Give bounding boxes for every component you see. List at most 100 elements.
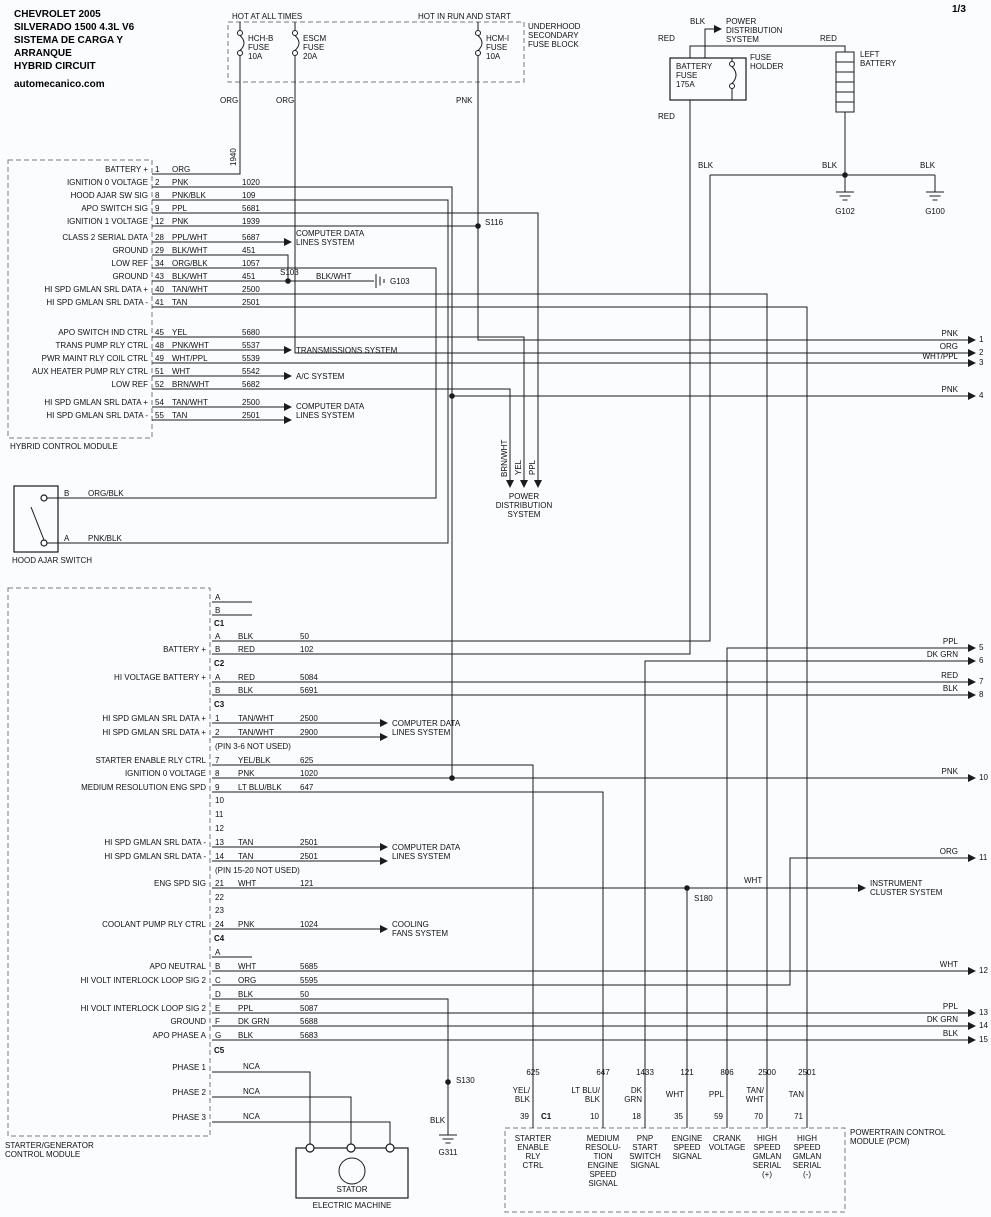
header-line: ARRANQUE [14,48,72,59]
circuit-number-label: 5682 [242,380,260,389]
fuse-icon [477,35,483,51]
wire-color-label: RED [658,112,675,121]
circuit-number-label: 1020 [300,769,318,778]
circuit-number-label: 625 [526,1068,540,1077]
wire-color-label: BLK [690,17,706,26]
fuse-label: 20A [303,52,318,61]
pin-label: 41 [155,298,164,307]
signal-label: RESOLU- [585,1143,621,1152]
pin-label: 11 [215,810,224,819]
wire-color-label: PNK [456,96,473,105]
circuit-number-label: 121 [680,1068,694,1077]
signal-label: SIGNAL [630,1161,660,1170]
wire [152,56,241,175]
arrow-icon [284,403,292,411]
pin-label: A [215,673,221,682]
circuit-number-label: 2501 [242,411,260,420]
wire-color-label: BLK [584,1095,600,1104]
pin-label: D [215,990,221,999]
wire-color-label: BLK [942,1029,958,1038]
signal-label: COOLANT PUMP RLY CTRL [102,920,206,929]
circuit-number-label: 5087 [300,1004,318,1013]
circuit-number-label: 1940 [229,148,238,166]
pin-label: 71 [794,1112,803,1121]
signal-label: SWITCH [629,1152,661,1161]
pin-label: A [215,948,221,957]
wire-color-label: GRN [624,1095,642,1104]
module-title: MODULE (PCM) [850,1137,910,1146]
pin-label: 45 [155,328,164,337]
signal-label: HI SPD GMLAN SRL DATA + [44,398,148,407]
wire-color-label: RED [238,673,255,682]
page-ref-number: 6 [979,656,984,665]
wire-color-label: TAN [238,852,254,861]
arrow-icon [968,1009,976,1017]
component-label: FUSE BLOCK [528,40,579,49]
system-ref-label: DISTRIBUTION [495,501,553,510]
circuit-number-label: 5683 [300,1031,318,1040]
signal-label: HI VOLT INTERLOCK LOOP SIG 2 [80,976,206,985]
signal-label: (+) [762,1170,772,1179]
component-label: LEFT [860,50,880,59]
splice-label: S180 [694,894,713,903]
signal-label: BATTERY + [163,645,206,654]
component-label: UNDERHOOD [528,22,581,31]
arrow-icon [520,480,528,488]
circuit-number-label: 1433 [636,1068,654,1077]
signal-label: AUX HEATER PUMP RLY CTRL [32,367,148,376]
wire-color-label: DK GRN [926,1015,958,1024]
signal-label: (-) [803,1170,811,1179]
system-ref-label: COOLING [392,920,429,929]
arrow-icon [968,678,976,686]
splice-dot [449,775,455,781]
system-ref-label: COMPUTER DATA [392,719,461,728]
signal-label: PHASE 2 [172,1088,206,1097]
circuit-number-label: 5688 [300,1017,318,1026]
pin-label: 8 [155,191,160,200]
arrow-icon [968,774,976,782]
signal-label: TION [593,1152,613,1161]
wire-color-label: PPL [942,637,958,646]
signal-label: SPEED [673,1143,701,1152]
pin-label: 29 [155,246,164,255]
fuse-label: FUSE [248,43,270,52]
wire-color-label: PNK [941,329,958,338]
wire-color-label: TAN [172,411,188,420]
wire-color-label: ORG [939,847,958,856]
system-ref-label: SYSTEM [507,510,541,519]
module-title: STARTER/GENERATOR [5,1141,94,1150]
wire-color-label: PPL [172,204,188,213]
module-title: STATOR [336,1185,368,1194]
system-ref-label: TRANSMISSIONS SYSTEM [296,346,398,355]
wire [152,212,539,480]
signal-label: HI SPD GMLAN SRL DATA - [46,298,148,307]
signal-label: HI SPD GMLAN SRL DATA + [102,728,206,737]
arrow-icon [284,372,292,380]
signal-label: APO SWITCH IND CTRL [58,328,148,337]
signal-label: GROUND [112,246,148,255]
circuit-number-label: 647 [596,1068,610,1077]
arrow-icon [534,480,542,488]
pin-label: 59 [714,1112,723,1121]
signal-label: LOW REF [111,380,148,389]
arrow-icon [968,854,976,862]
signal-label: CRANK [712,1134,742,1143]
arrow-icon [968,1036,976,1044]
arrow-icon [284,416,292,424]
wire-color-label: BLK/WHT [172,272,208,281]
pin-label: F [215,1017,220,1026]
wire-color-label: WHT [744,876,763,885]
wire-color-label: PPL [708,1090,724,1099]
circuit-number-label: 2500 [242,398,260,407]
system-ref-label: LINES SYSTEM [392,728,451,737]
pin-label: 9 [215,783,220,792]
signal-label: SERIAL [752,1161,782,1170]
wire-color-label: ORG/BLK [172,259,208,268]
system-ref-label: LINES SYSTEM [392,852,451,861]
circuit-number-label: 5680 [242,328,260,337]
pin-label: 34 [155,259,164,268]
fuse-label: FUSE [303,43,325,52]
signal-label: CLASS 2 SERIAL DATA [62,233,148,242]
wire-color-label: YEL [172,328,188,337]
wire [152,293,768,1128]
